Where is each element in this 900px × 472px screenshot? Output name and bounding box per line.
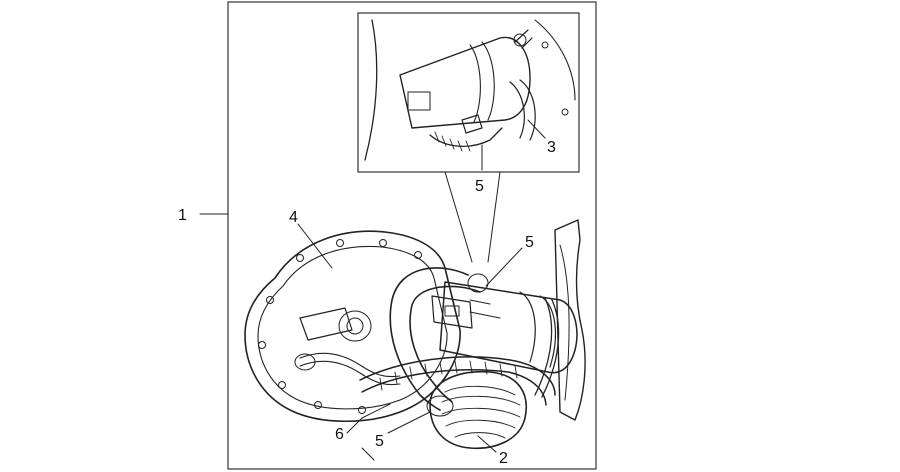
leader-5-bottom <box>387 411 431 434</box>
inset-pointer <box>444 171 501 263</box>
bolt-hole <box>336 239 344 247</box>
leader-3 <box>527 119 546 139</box>
callout-3: 3 <box>547 139 556 156</box>
callout-1: 1 <box>178 207 187 224</box>
mounting-flange <box>244 230 461 423</box>
bolt-hole <box>358 406 366 414</box>
corrugated-hose <box>359 356 556 406</box>
leader-5-right <box>485 247 523 287</box>
inset-hose <box>519 79 536 141</box>
bolt-hole <box>314 401 322 409</box>
bolt-hole <box>379 239 387 247</box>
tank-wall-edge <box>559 244 570 401</box>
callout-2: 2 <box>499 450 508 467</box>
callout-5-inset: 5 <box>475 178 484 195</box>
bolt-hole <box>414 251 422 259</box>
bolt-hole <box>278 381 286 389</box>
tank-wall <box>554 219 586 421</box>
callout-5-right: 5 <box>525 234 534 251</box>
fuel-pump-assembly <box>244 219 586 450</box>
fuel-filter <box>429 370 527 450</box>
leader-4 <box>297 223 333 269</box>
retaining-strap <box>534 297 553 396</box>
bolt-hole <box>296 254 304 262</box>
inset-pump-detail <box>364 19 576 161</box>
bolt-hole <box>258 341 266 349</box>
leader-2 <box>477 435 497 453</box>
leader-6 <box>346 403 391 461</box>
callout-4: 4 <box>289 209 298 226</box>
bolt-hole <box>266 296 274 304</box>
callout-6: 6 <box>335 426 344 443</box>
callout-leaders <box>199 119 546 461</box>
callout-labels: 1 4 3 5 5 5 6 2 <box>178 139 556 467</box>
detail-inset <box>357 12 580 263</box>
callout-5-bottom: 5 <box>375 433 384 450</box>
